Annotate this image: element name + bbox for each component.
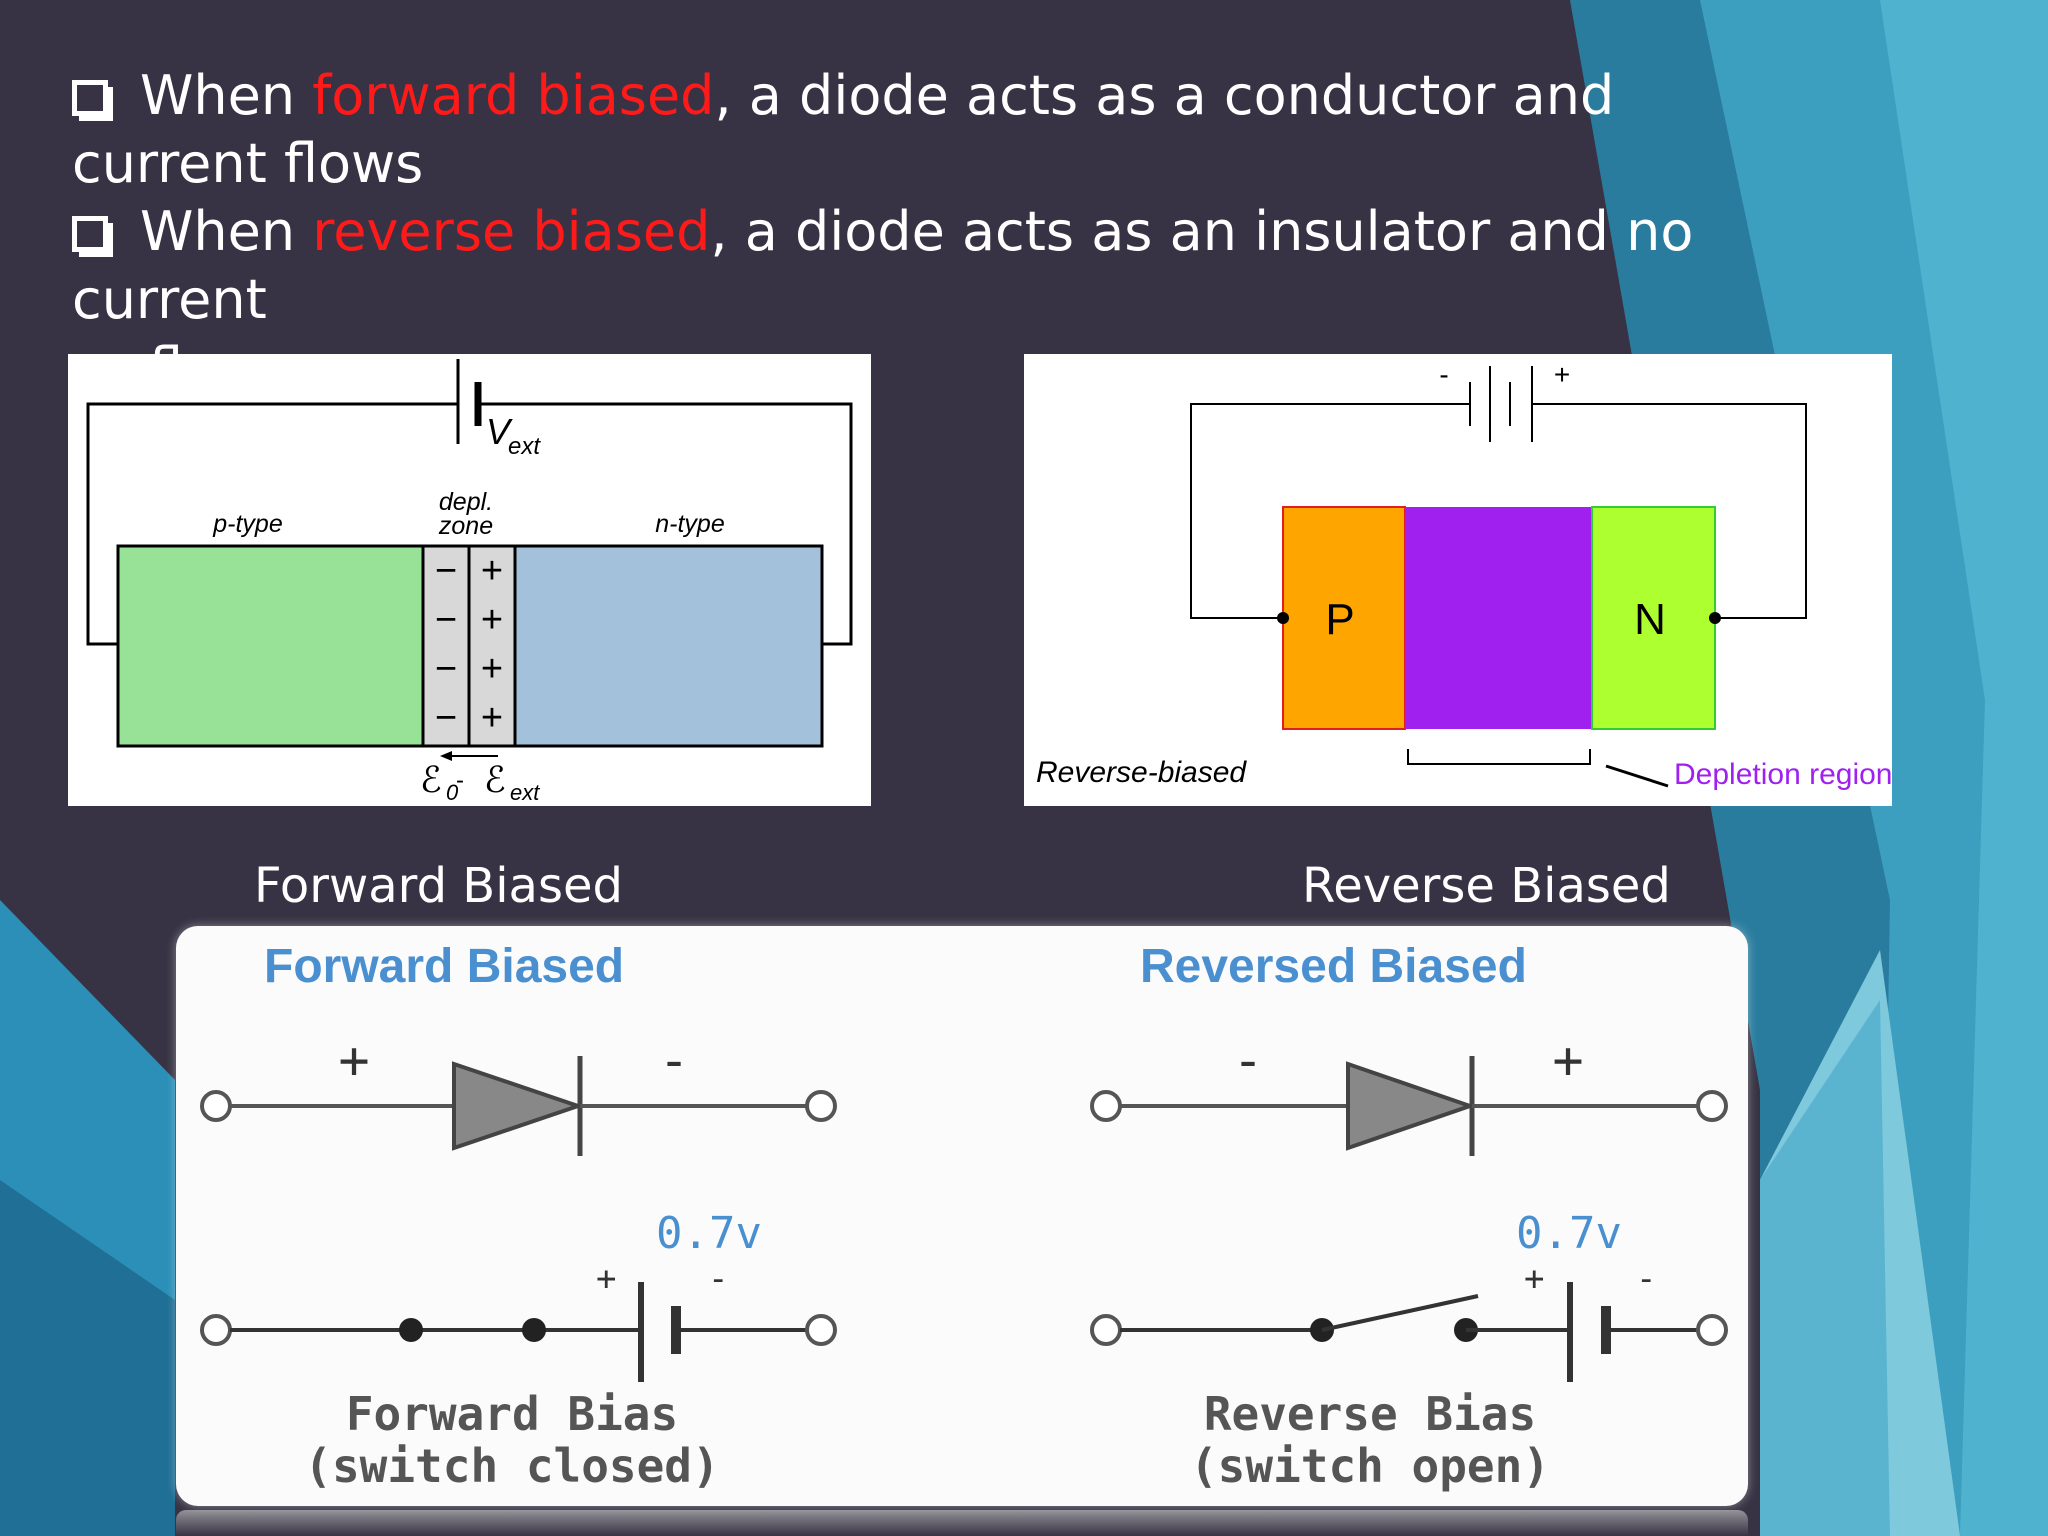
bullet-highlight: forward biased	[312, 64, 715, 127]
field-subscript: 0	[446, 780, 459, 805]
depletion-pointer	[1605, 764, 1669, 788]
battery-plus: +	[1554, 359, 1570, 390]
terminal-dot	[1277, 612, 1289, 624]
minus-sign: -	[1232, 1031, 1263, 1091]
plus-sign: +	[338, 1031, 369, 1091]
switch-contact	[399, 1318, 423, 1342]
bullet-highlight: reverse biased	[312, 200, 711, 263]
terminal-circle-icon	[1090, 1090, 1122, 1122]
bg-shape-right-3	[1880, 0, 2048, 1536]
switch-open-label: (switch open)	[1190, 1439, 1550, 1493]
forward-caption: Forward Biased	[254, 858, 623, 914]
bullet-list: When forward biased, a diode acts as a c…	[72, 62, 1872, 402]
switch-closed-label: (switch closed)	[304, 1439, 719, 1493]
n-block	[1591, 506, 1716, 730]
battery-minus: -	[1439, 359, 1448, 390]
diode-icon	[1346, 1061, 1477, 1151]
switch-lever	[1321, 1294, 1479, 1332]
bullet-text: When	[140, 200, 313, 263]
n-type-label: n-type	[655, 510, 724, 538]
negative-charge: −	[435, 599, 457, 641]
bullet-text: , a diode acts as an insulator and no cu…	[72, 200, 1694, 331]
field-label: ℰ	[420, 759, 442, 800]
terminal-circle-icon	[805, 1090, 837, 1122]
voltage-label: 0.7v	[1516, 1208, 1622, 1259]
voltage-subscript: ext	[508, 433, 541, 460]
depletion-block	[1405, 507, 1592, 729]
p-type-label: p-type	[212, 510, 282, 538]
terminal-circle-icon	[805, 1314, 837, 1346]
bg-shape-right-5	[1760, 1000, 1890, 1536]
depletion-bracket	[1407, 749, 1591, 765]
p-type-region	[116, 544, 425, 748]
positive-charge: +	[481, 697, 503, 739]
terminal-dot	[1709, 612, 1721, 624]
bullet-item: When reverse biased, a diode acts as an …	[72, 198, 1872, 402]
zone-label: zone	[438, 512, 493, 540]
minus-sign: -	[658, 1031, 689, 1091]
battery-minus: -	[708, 1259, 728, 1299]
n-type-region	[513, 544, 824, 748]
panel-reflection	[176, 1510, 1748, 1536]
field-arrow-head-icon	[440, 751, 452, 761]
negative-charge: −	[435, 550, 457, 592]
bullet-text: , a diode acts as a conductor and	[714, 64, 1615, 127]
switch-contact	[522, 1318, 546, 1342]
checkbox-bullet-icon	[72, 80, 108, 116]
reverse-bias-label: Reverse Bias	[1204, 1387, 1536, 1441]
circuit-wire	[478, 402, 853, 646]
forward-junction-diagram: V ext p-type depl. zone n-type − − − − +…	[68, 354, 871, 806]
reversed-biased-heading: Reversed Biased	[1140, 940, 1527, 993]
forward-bias-label: Forward Bias	[346, 1387, 678, 1441]
field-subscript: ext	[510, 780, 540, 805]
terminal-circle-icon	[200, 1314, 232, 1346]
reverse-biased-label: Reverse-biased	[1036, 756, 1247, 789]
p-label: P	[1325, 595, 1354, 644]
negative-charge: −	[435, 648, 457, 690]
positive-charge: +	[481, 550, 503, 592]
terminal-circle-icon	[1696, 1090, 1728, 1122]
depletion-region-label: Depletion region	[1674, 758, 1892, 791]
negative-charge: −	[435, 697, 457, 739]
depl-label: depl.	[439, 488, 493, 516]
bullet-text: When	[140, 64, 313, 127]
voltage-label: 0.7v	[656, 1208, 762, 1259]
checkbox-bullet-icon	[72, 216, 108, 252]
circuit-wire	[1190, 403, 1470, 619]
field-dash: -	[456, 767, 464, 794]
forward-biased-heading: Forward Biased	[264, 940, 624, 993]
terminal-circle-icon	[200, 1090, 232, 1122]
n-label: N	[1634, 595, 1666, 644]
diode-icon	[452, 1061, 585, 1151]
bg-shape-left-dark	[0, 1180, 175, 1536]
reverse-junction-diagram: - + P N Reverse-biased Depletion region	[1024, 354, 1892, 806]
battery-plus: +	[596, 1259, 616, 1299]
circuit-wire	[1532, 403, 1807, 619]
field-label: ℰ	[484, 759, 506, 800]
bullet-item: When forward biased, a diode acts as a c…	[72, 62, 1872, 198]
positive-charge: +	[481, 648, 503, 690]
terminal-circle-icon	[1090, 1314, 1122, 1346]
switch-analogy-diagram: Forward Biased Reversed Biased + - - + 0…	[176, 926, 1748, 1506]
battery-plus: +	[1524, 1259, 1544, 1299]
voltage-label: V	[486, 411, 513, 452]
terminal-circle-icon	[1696, 1314, 1728, 1346]
plus-sign: +	[1552, 1031, 1583, 1091]
battery-minus: -	[1636, 1259, 1656, 1299]
reverse-caption: Reverse Biased	[1302, 858, 1671, 914]
positive-charge: +	[481, 599, 503, 641]
circuit-wire	[86, 402, 458, 646]
bullet-continuation: current flows	[72, 132, 424, 195]
